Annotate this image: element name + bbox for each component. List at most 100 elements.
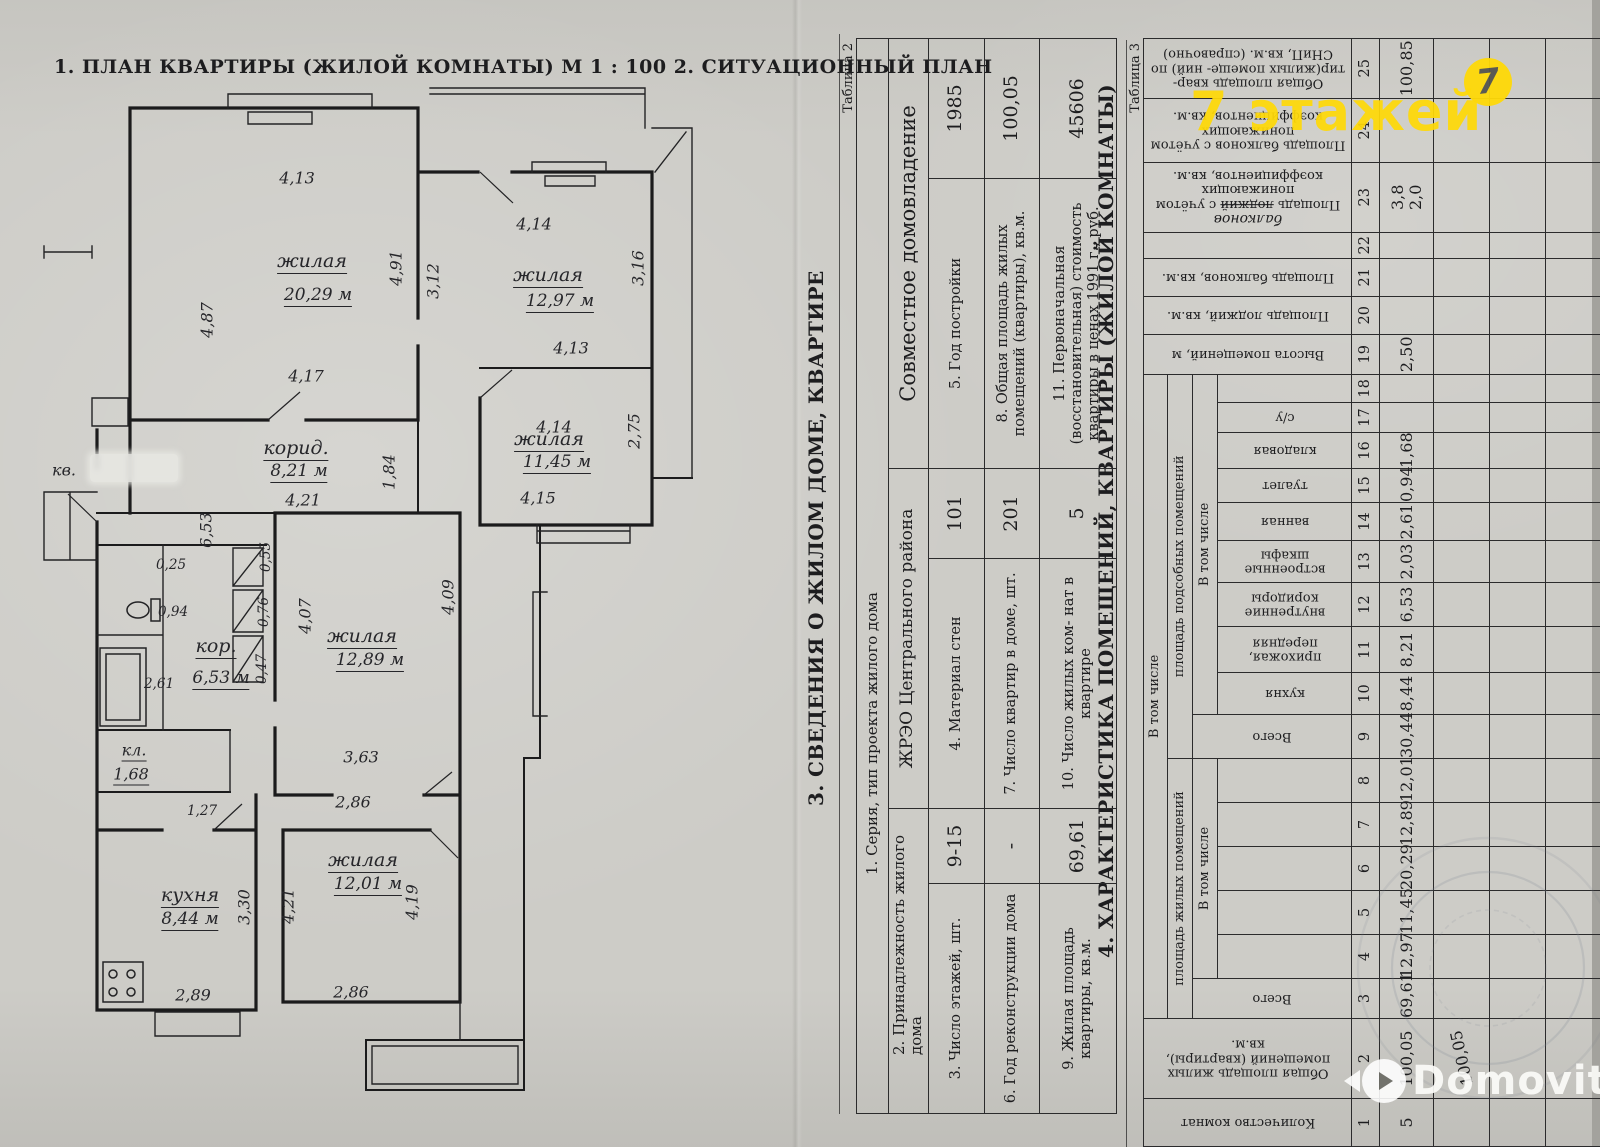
empty-cell [1433,162,1490,233]
room-label: жилая [277,250,347,274]
empty-cell [1545,672,1600,715]
plan-title: 1. ПЛАН КВАРТИРЫ (ЖИЛОЙ КОМНАТЫ) М 1 : 1… [54,56,993,78]
t3-header-col11: прихожая, передняя [1217,626,1352,673]
t3-group-podsob: площадь подсобных помещений [1167,374,1193,759]
table2-label: 9. Жилая площадь квартиры, кв.м. [1039,883,1116,1114]
t3-value [1379,232,1434,259]
dim-label: 0,94 [157,604,189,620]
t3-colnum: 23 [1351,162,1380,233]
t3-colnum: 10 [1351,672,1380,715]
empty-cell [1489,334,1546,375]
t3-colnum: 9 [1351,714,1380,759]
t3-colnum: 14 [1351,502,1380,541]
empty-cell [1545,296,1600,335]
t3-value: 0,94 [1379,466,1434,503]
empty-cell [1489,162,1546,233]
empty-cell [1545,162,1600,233]
empty-cell [1433,758,1490,803]
t3-header-col20: Площадь лоджий, кв.м. [1143,296,1352,335]
dim-label: 4,19 [402,884,422,920]
table2-caption: Таблица 2 [841,43,856,113]
table2-value: 9-15 [928,808,984,884]
room-area: 11,45 м [522,452,592,474]
t3-colnum: 15 [1351,468,1380,503]
empty-cell [1433,540,1490,583]
empty-cell [1545,402,1600,433]
t3-colnum: 18 [1351,374,1380,403]
empty-cell [1489,758,1546,803]
dim-label: 1,84 [379,454,399,490]
empty-cell [1433,402,1490,433]
room-label: жилая [328,849,398,873]
t3-header-col23: балконов Площадь лоджий с учётом понижаю… [1143,162,1352,233]
table2-label: 3. Число этажей, шт. [928,883,984,1114]
t3-value: 12,01 [1379,756,1434,803]
room-label: жилая [514,428,584,452]
domovita-text: Domovita [1412,1058,1600,1104]
t3-header-col13: встроенные шкафы [1217,540,1352,583]
t3-value: 30,44 [1379,712,1434,759]
t3-header-col5 [1217,890,1352,935]
empty-cell [1545,38,1600,99]
t3-value: 2,03 [1379,540,1434,583]
room-area: 12,97 м [525,291,595,313]
t3-colnum: 22 [1351,232,1380,259]
empty-cell [1489,258,1546,297]
table2-value: 45606 [1039,38,1116,179]
dim-label: 4,14 [536,417,572,437]
table2-value: 5 [1039,468,1116,559]
empty-cell [1489,402,1546,433]
room-label: жилая [327,625,397,649]
empty-cell [1433,232,1490,259]
empty-cell [1489,232,1546,259]
room-label: кухня [160,884,220,908]
t3-header-col4 [1217,934,1352,979]
table2-row2-value: ЖРЭО Центрального района [888,468,928,809]
t3-colnum: 13 [1351,540,1380,583]
room-label: жилая [513,264,583,288]
dim-label: 0,76 [256,596,272,628]
empty-cell [1545,334,1600,375]
t3-header-col6 [1217,846,1352,891]
t3-header-col8 [1217,758,1352,803]
round-stamp [1356,836,1600,1100]
empty-cell [1489,98,1546,163]
t3-colnum: 19 [1351,334,1380,375]
room-area: 1,68 [113,764,149,786]
empty-cell [1545,468,1600,503]
empty-cell [1489,468,1546,503]
table2-value: 69,61 [1039,808,1116,884]
dim-label: 4,21 [278,888,298,924]
table2-row2-value2: Совместное домовладение [888,38,928,469]
seven-glyph: 7 [1474,60,1502,104]
room-area: 8,21 м [270,461,328,483]
empty-cell [1545,714,1600,759]
empty-cell [1433,432,1490,469]
t3-header-col12: внутренние коридоры [1217,582,1352,627]
table2-row2-label: 2. Принадлежность жилого дома [888,808,928,1114]
empty-cell [1489,540,1546,583]
empty-cell [1433,672,1490,715]
t3-header-col1: Количество комнат [1143,1098,1352,1147]
dim-label: 2,89 [175,985,211,1005]
seven-floors-watermark: 7 этажей [1190,80,1483,143]
room-label: кл. [121,740,147,762]
t3-colnum: 17 [1351,402,1380,433]
empty-cell [1489,296,1546,335]
dim-label: 4,09 [438,579,458,615]
t3-value: 6,53 [1379,582,1434,627]
empty-cell [1545,758,1600,803]
t3-header-col22 [1143,232,1352,259]
t3-header-col17: с/у [1217,402,1352,433]
apartment-label: кв. [52,460,76,480]
t3-value [1379,296,1434,335]
domovita-watermark: Domovita [1344,1058,1600,1104]
table2-block: Таблица 2 1. Серия, тип проекта жилого д… [841,37,1116,1147]
empty-cell [1433,468,1490,503]
empty-cell [1545,626,1600,673]
dim-label: 4,13 [279,168,315,188]
section3-title: 3. СВЕДЕНИЯ О ЖИЛОМ ДОМЕ, КВАРТИРЕ [804,270,828,806]
dim-label: 3,30 [234,889,254,925]
